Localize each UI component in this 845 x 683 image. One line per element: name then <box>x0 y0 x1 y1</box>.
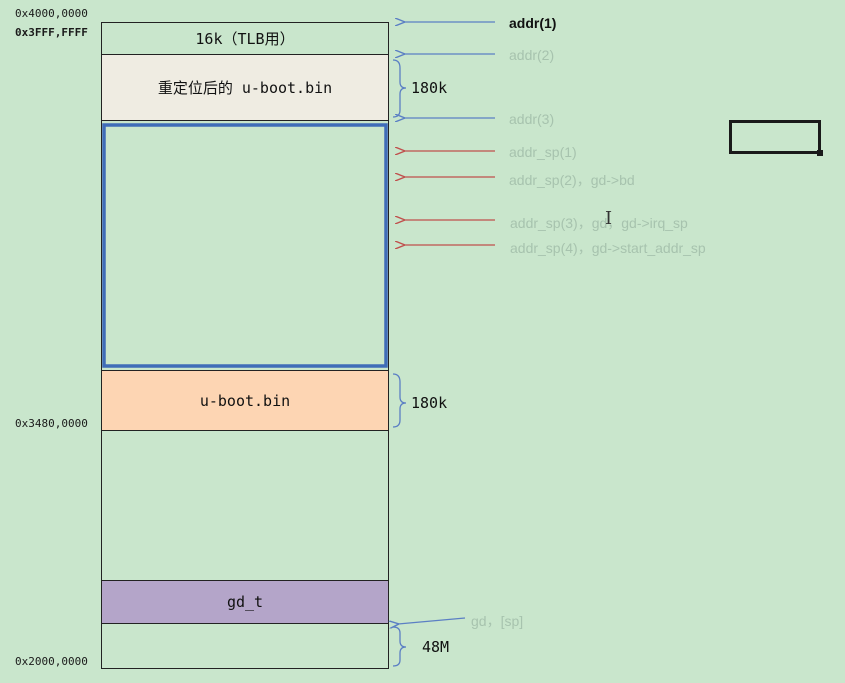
addr1-label: addr(1) <box>509 15 557 31</box>
relocated-uboot-label: 重定位后的 u-boot.bin <box>157 79 333 97</box>
addr-sp1-label: addr_sp(1) <box>509 144 577 160</box>
uboot-size-label: 180k <box>411 394 448 412</box>
relocated-uboot-block: 重定位后的 u-boot.bin <box>101 55 389 121</box>
address-uboot-base: 0x3480,0000 <box>15 417 88 430</box>
gd-sp-label: gd，[sp] <box>471 613 524 629</box>
gd-t-block: gd_t <box>101 581 389 624</box>
addr-sp4-label: addr_sp(4)，gd->start_addr_sp <box>510 240 706 256</box>
bottom-size-label: 48M <box>422 638 450 656</box>
addr-sp3-label: addr_sp(3)，gd，gd->irq_sp <box>510 215 688 231</box>
gd-t-label: gd_t <box>226 593 264 611</box>
address-top-start: 0x4000,0000 <box>15 7 88 20</box>
uboot-size-brace <box>392 373 407 428</box>
relocated-size-brace <box>392 59 407 118</box>
bottom-region-block <box>101 624 389 669</box>
relocated-size-label: 180k <box>411 79 448 97</box>
addr3-label: addr(3) <box>509 111 555 127</box>
free-region-block <box>101 431 389 581</box>
bottom-size-brace <box>392 626 407 667</box>
address-bottom: 0x2000,0000 <box>15 655 88 668</box>
stack-region-block <box>101 121 389 371</box>
address-top-end: 0x3FFF,FFFF <box>15 26 88 39</box>
uboot-block: u-boot.bin <box>101 371 389 431</box>
addr-sp2-label: addr_sp(2)，gd->bd <box>509 172 635 188</box>
stack-highlight-frame <box>102 123 388 368</box>
text-cursor-icon: I <box>605 208 613 229</box>
uboot-block-label: u-boot.bin <box>199 391 291 410</box>
gd-sp-arrow <box>398 617 466 624</box>
annotation-rectangle[interactable] <box>729 120 821 154</box>
tlb-block: 16k（TLB用） <box>101 22 389 55</box>
tlb-block-label: 16k（TLB用） <box>195 30 295 48</box>
annotation-resize-handle[interactable] <box>817 150 823 156</box>
addr2-label: addr(2) <box>509 47 555 63</box>
